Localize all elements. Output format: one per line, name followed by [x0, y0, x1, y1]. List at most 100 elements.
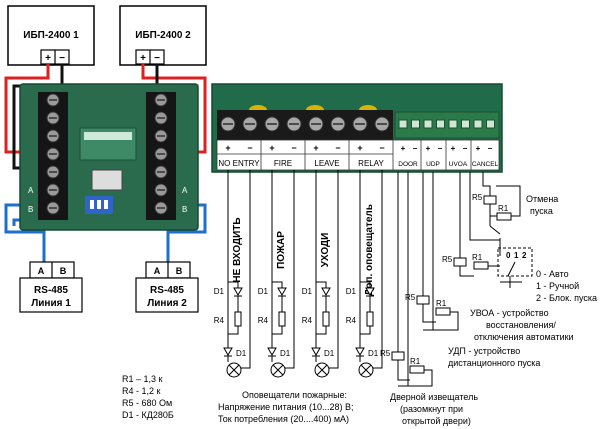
uvoa-r1-label: R1 [472, 253, 483, 262]
annotations: Отмена пуска 0 - Авто 1 - Ручной 2 - Бло… [390, 194, 597, 426]
output-polarity-mark: + [357, 143, 362, 153]
rs485-1-a: A [38, 266, 45, 276]
note-2: Напряжение питания (10...28) В; [218, 402, 354, 412]
legend-r1: R1 – 1,3 к [122, 374, 163, 384]
udp-note-1: УДП - устройство [448, 346, 520, 356]
rs485-2-line: Линия 2 [147, 298, 187, 309]
udp-r5-label: R5 [405, 293, 416, 302]
input-polarity-mark: + [426, 144, 431, 153]
board-mark-a-left: A [28, 186, 34, 195]
legend-r5: R5 - 680 Ом [122, 398, 172, 408]
output-label-4: RELAY [358, 159, 384, 168]
d1-lower-label: D1 [324, 349, 335, 358]
d1-lower-label: D1 [280, 349, 291, 358]
mode-block: 2 - Блок. пуска [536, 293, 597, 303]
board-mark-b-left: B [28, 205, 33, 214]
output-polarity-mark: − [379, 143, 384, 153]
cancel-note-2: пуска [530, 206, 553, 216]
legend-r4: R4 - 1,2 к [122, 386, 161, 396]
rs485-2-title: RS-485 [150, 285, 184, 296]
notifier-circuits: НЕ ВХОДИТЬD1R4D1ПОЖАРD1R4D1УХОДИD1R4D1До… [214, 170, 383, 378]
input-terminal-screw [398, 119, 408, 129]
d1-label: D1 [346, 287, 357, 296]
diode-d1-upper [277, 287, 287, 297]
switch-pos-2: 2 [522, 251, 527, 260]
door-note-2: (разомкнут при [400, 404, 463, 414]
input-label-3: UVOA [449, 161, 468, 168]
r4-label: R4 [258, 316, 269, 325]
resistor-r4 [366, 311, 374, 327]
input-terminal-screw [436, 119, 445, 129]
output-polarity-mark: + [313, 143, 318, 153]
output-label-1: NO ENTRY [218, 159, 260, 168]
diode-d1-lower [267, 347, 277, 357]
note-3: Ток потребления (20....400) мА) [218, 414, 349, 424]
resistor-r4 [278, 311, 286, 327]
door-note-3: открытой двери) [402, 416, 471, 426]
diode-d1-lower [355, 347, 365, 357]
notifier-notes: Оповещатели пожарные: Напряжение питания… [218, 390, 354, 424]
ups-2: ИБП-2400 2 + − [119, 5, 207, 66]
door-note-1: Дверной извещатель [390, 392, 478, 402]
output-polarity-mark: + [225, 143, 230, 153]
output-polarity-mark: − [335, 143, 340, 153]
input-terminal-screw [486, 119, 495, 129]
ups-2-minus: − [154, 53, 160, 64]
rs485-2-b: B [176, 266, 183, 276]
input-polarity-mark: − [438, 144, 443, 153]
input-polarity-mark: + [451, 144, 456, 153]
ups-1-title: ИБП-2400 1 [23, 30, 79, 41]
notifier-name-3: УХОДИ [320, 233, 331, 268]
input-terminal-screw [461, 119, 470, 129]
input-polarity-mark: + [401, 144, 406, 153]
r4-label: R4 [302, 316, 313, 325]
board-mark-a-right: A [182, 186, 188, 195]
legend-d1: D1 - КД280Б [122, 410, 174, 420]
rs485-line-2: A B RS-485 Линия 2 [135, 261, 199, 313]
output-label-2: FIRE [274, 159, 292, 168]
rs485-1-b: B [60, 266, 67, 276]
ups-2-title: ИБП-2400 2 [135, 30, 191, 41]
door-r5-label: R5 [380, 349, 391, 358]
door-r1-label: R1 [410, 357, 421, 366]
input-polarity-mark: + [476, 144, 481, 153]
rs485-2-a: A [154, 266, 161, 276]
interface-board: A B A B [19, 83, 199, 231]
d1-label: D1 [214, 287, 225, 296]
input-label-2: UDP [426, 161, 440, 168]
input-terminal-screw [411, 119, 420, 129]
switch-pos-1: 1 [514, 251, 519, 260]
resistor-r4 [234, 311, 242, 327]
input-polarity-mark: − [413, 144, 418, 153]
output-label-3: LEAVE [314, 159, 339, 168]
notifier-name-1: НЕ ВХОДИТЬ [232, 217, 243, 282]
board-mark-b-right: B [182, 205, 187, 214]
rs485-1-line: Линия 1 [31, 298, 71, 309]
d1-lower-label: D1 [368, 349, 379, 358]
uvoa-note-1: УВОА - устройство [470, 308, 549, 318]
output-polarity-mark: − [247, 143, 252, 153]
rs485-1-title: RS-485 [34, 285, 68, 296]
diode-d1-upper [321, 287, 331, 297]
mode-auto: 0 - Авто [536, 269, 569, 279]
udp-note-2: дистанционного пуска [448, 358, 540, 368]
ups-1-minus: − [59, 53, 65, 64]
output-polarity-mark: − [291, 143, 296, 153]
input-polarity-mark: − [463, 144, 468, 153]
rs485-line-1: A B RS-485 Линия 1 [19, 261, 83, 313]
ups-1: ИБП-2400 1 + − [7, 5, 95, 66]
input-label-1: DOOR [398, 161, 418, 168]
notifier-name-2: ПОЖАР [276, 231, 287, 269]
r4-label: R4 [214, 316, 225, 325]
uvoa-r5-label: R5 [442, 255, 453, 264]
output-polarity-mark: + [269, 143, 274, 153]
input-terminal-screw [423, 119, 433, 129]
d1-label: D1 [302, 287, 313, 296]
input-label-4: CANCEL [472, 161, 499, 168]
notifier-name-4: Доп. оповещатель [364, 204, 375, 296]
